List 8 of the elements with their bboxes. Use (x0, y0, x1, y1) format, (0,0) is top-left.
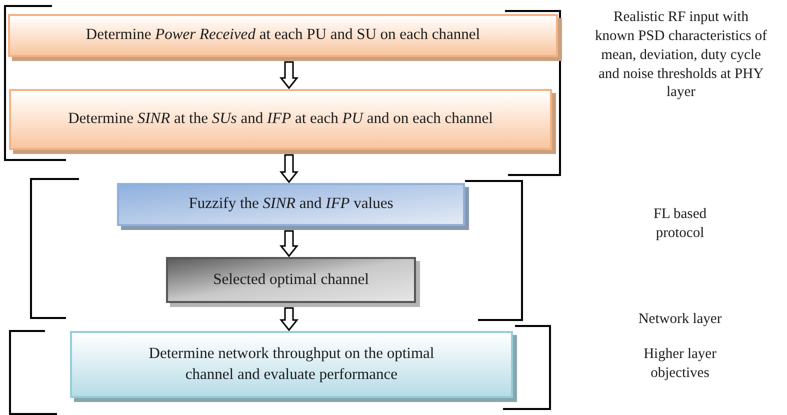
block-arrow (279, 307, 299, 332)
layer-label: Higher layer objectives (642, 345, 718, 383)
block-arrow (279, 230, 299, 258)
layer-label: Realistic RF input with known PSD characteristics of mean, deviation, duty cycle and noise thresholds at PHY layer (595, 8, 767, 102)
block-arrow (279, 154, 299, 184)
block-arrow (279, 61, 299, 90)
layer-label: FL based protocol (652, 205, 708, 243)
layer-label: Network layer (637, 310, 723, 329)
